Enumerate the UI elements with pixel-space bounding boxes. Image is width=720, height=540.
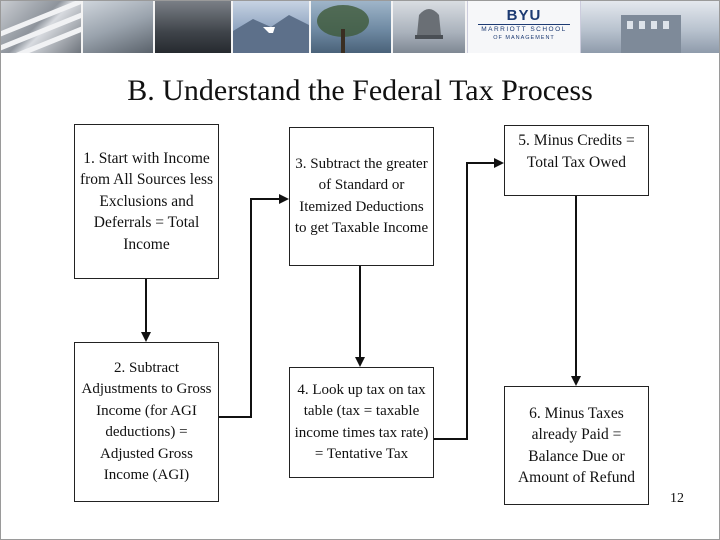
page-number: 12 — [670, 491, 684, 506]
step-6-box: 6. Minus Taxes already Paid = Balance Du… — [504, 386, 649, 505]
banner-photo-mountain-y — [233, 1, 309, 53]
arrow-step2-to-step3 — [219, 194, 289, 418]
banner-photo-tree — [311, 1, 391, 53]
step-3-text: 3. Subtract the greater of Standard or I… — [294, 155, 429, 237]
step-4-text: 4. Look up tax on tax table (tax = taxab… — [294, 381, 429, 463]
step-3-box: 3. Subtract the greater of Standard or I… — [289, 127, 434, 266]
step-5-text: 5. Minus Credits = Total Tax Owed — [518, 132, 635, 171]
byu-marriott-logo: BYU MARRIOTT SCHOOL OF MANAGEMENT — [467, 1, 581, 53]
step-4-box: 4. Look up tax on tax table (tax = taxab… — [289, 367, 434, 478]
banner-photo-statue — [83, 1, 153, 53]
logo-byu-text: BYU — [506, 7, 542, 24]
logo-sub-text-2: OF MANAGEMENT — [493, 35, 555, 41]
banner-photo-bell — [393, 1, 465, 53]
arrow-step4-to-step5 — [433, 158, 504, 440]
step-2-box: 2. Subtract Adjustments to Gross Income … — [74, 342, 219, 502]
banner-photo-building — [581, 1, 719, 53]
slide-title: B. Understand the Federal Tax Process — [127, 74, 593, 107]
step-1-text: 1. Start with Income from All Sources le… — [79, 149, 214, 253]
banner-photo-architecture — [1, 1, 81, 53]
header-banner: BYU MARRIOTT SCHOOL OF MANAGEMENT — [1, 1, 719, 53]
step-1-box: 1. Start with Income from All Sources le… — [74, 124, 219, 279]
banner-photo-statue-dark — [155, 1, 231, 53]
step-2-text: 2. Subtract Adjustments to Gross Income … — [81, 359, 212, 484]
logo-sub-text-1: MARRIOTT SCHOOL — [481, 26, 567, 33]
step-6-text: 6. Minus Taxes already Paid = Balance Du… — [517, 404, 636, 487]
step-5-box: 5. Minus Credits = Total Tax Owed — [504, 125, 649, 196]
